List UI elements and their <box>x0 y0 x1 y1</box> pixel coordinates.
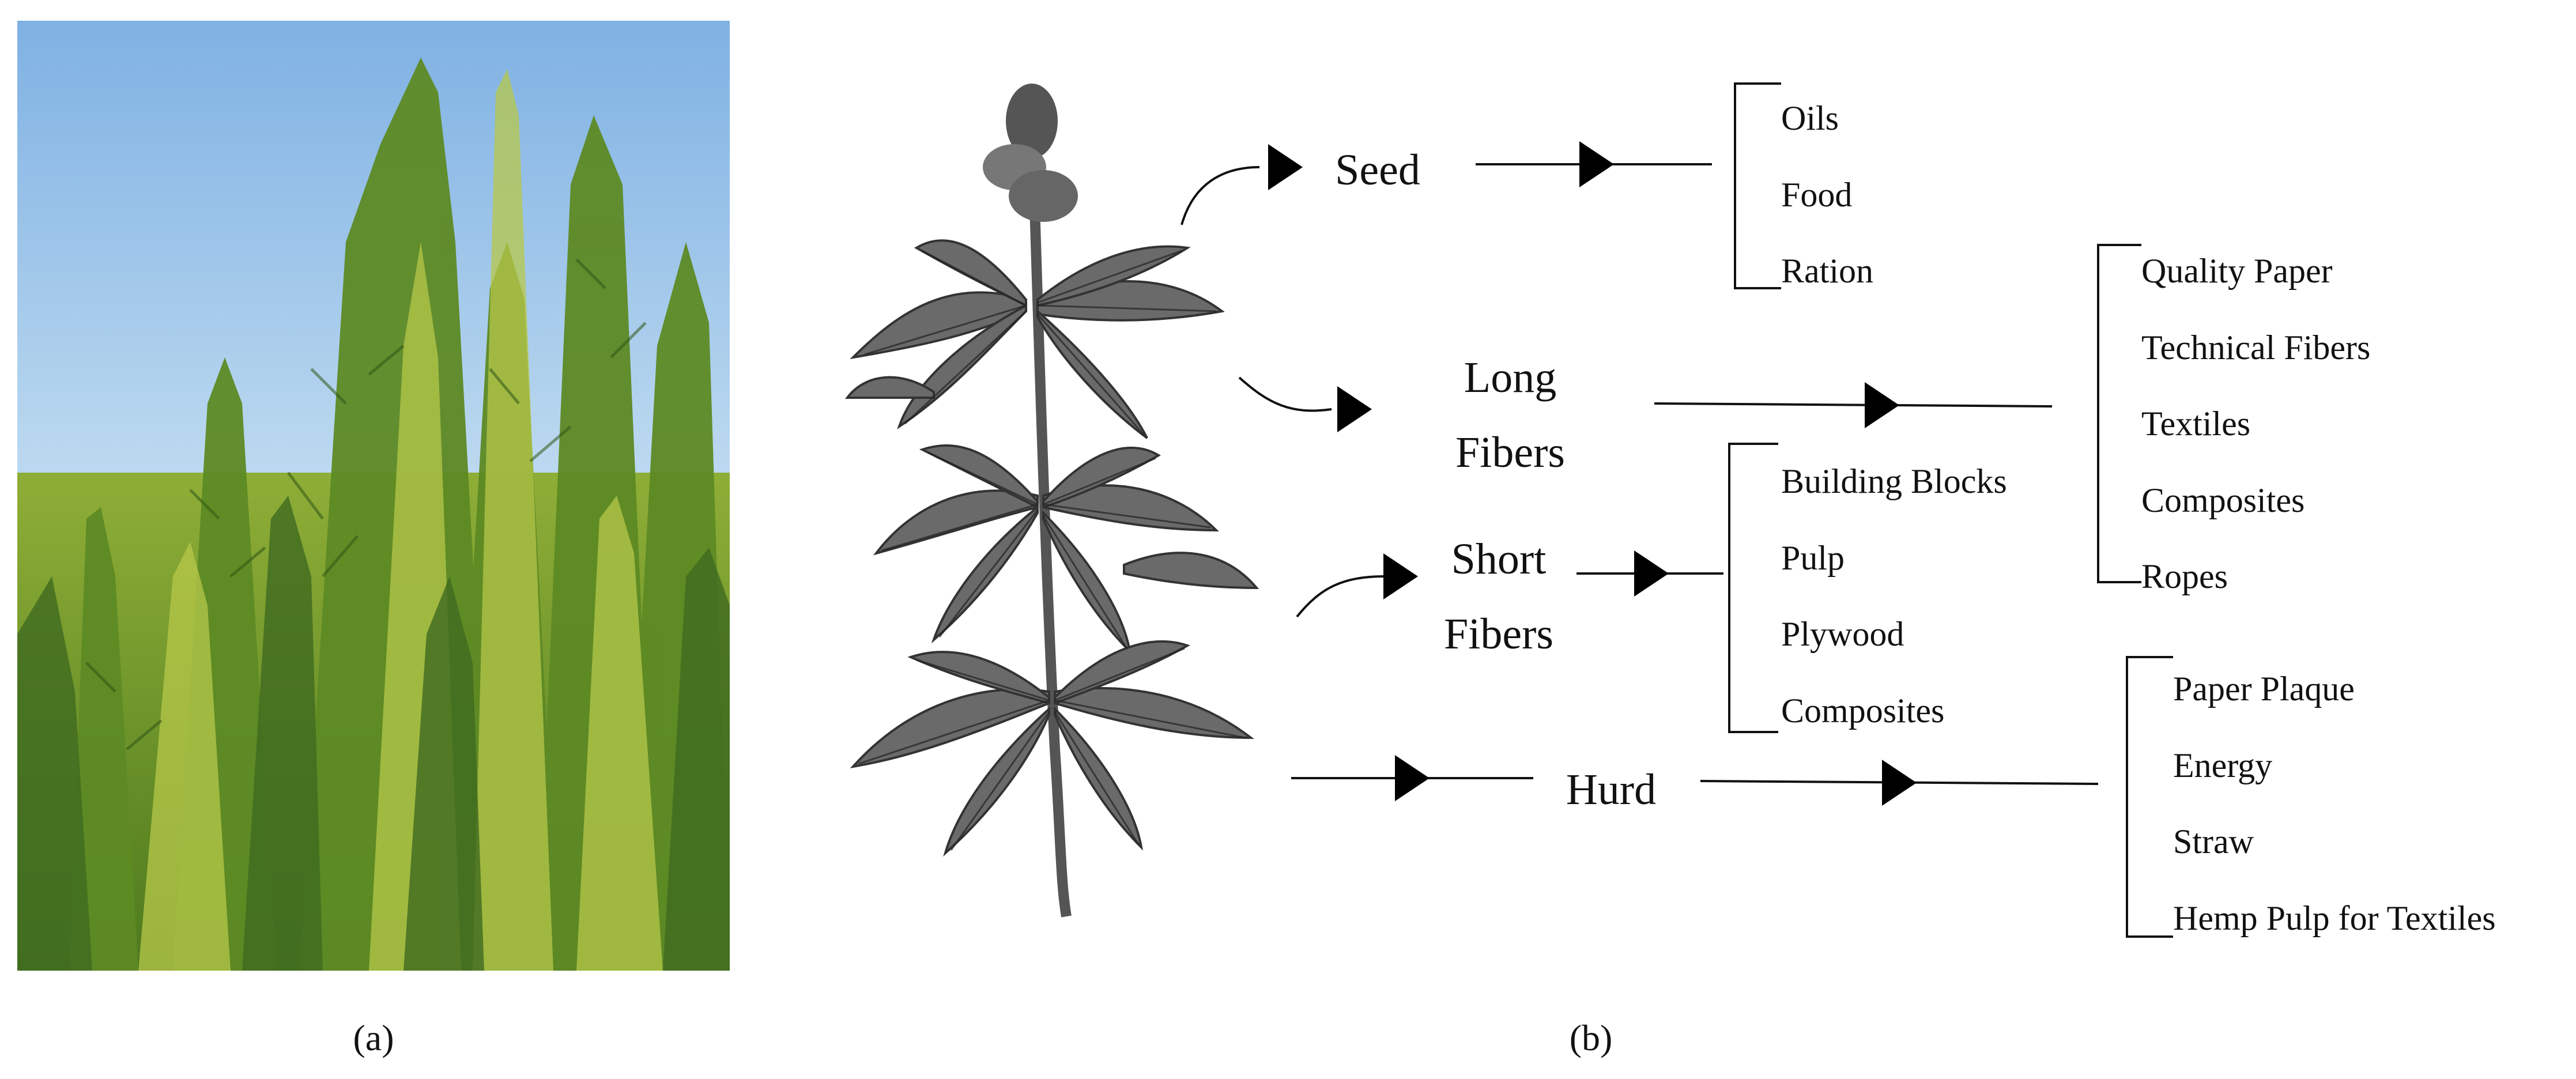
long-fibers-bracket <box>2097 244 2141 583</box>
seed-arrowhead <box>1268 144 1303 190</box>
seed-bracket <box>1734 82 1781 289</box>
hurd-item-paper-plaque: Paper Plaque <box>2173 670 2355 708</box>
hemp-plant-sketch-icon <box>844 84 1259 918</box>
short-fibers-bracket <box>1728 443 1778 733</box>
short-fibers-item-composites: Composites <box>1781 692 1944 730</box>
long-fibers-curve-connector <box>1238 376 1332 412</box>
long-fibers-item-technical-fibers: Technical Fibers <box>2141 329 2370 367</box>
long-fibers-arrowhead <box>1337 386 1372 432</box>
hurd-node-label: Hurd <box>1566 765 1656 814</box>
long-fibers-item-textiles: Textiles <box>2141 405 2250 443</box>
panel-a-label: (a) <box>353 1017 394 1058</box>
short-fibers-label-line1: Short <box>1451 535 1547 583</box>
seed-item-ration: Ration <box>1781 252 1873 290</box>
long-fibers-item-composites: Composites <box>2141 481 2305 519</box>
long-fibers-label-line1: Long <box>1464 353 1556 402</box>
panel-b-label: (b) <box>1570 1017 1613 1058</box>
seed-item-oils: Oils <box>1781 99 1839 137</box>
short-fibers-curve-connector <box>1296 575 1384 618</box>
seed-curve-connector <box>1180 166 1260 225</box>
long-fibers-item-ropes: Ropes <box>2141 557 2228 595</box>
long-fibers-label-line2: Fibers <box>1455 428 1565 477</box>
hurd-bracket <box>2126 656 2173 938</box>
short-fibers-item-building-blocks: Building Blocks <box>1781 462 2007 500</box>
seed-out-arrowhead <box>1579 141 1614 187</box>
hurd-item-energy: Energy <box>2173 746 2272 784</box>
long-fibers-item-quality-paper: Quality Paper <box>2141 252 2333 290</box>
short-fibers-item-plywood: Plywood <box>1781 615 1904 653</box>
seed-item-food: Food <box>1781 176 1852 214</box>
short-fibers-out-arrowhead <box>1634 550 1669 597</box>
seed-node-label: Seed <box>1335 146 1420 194</box>
hurd-in-arrowhead <box>1395 755 1430 801</box>
hurd-item-straw: Straw <box>2173 823 2254 861</box>
long-fibers-out-connector <box>1654 402 2053 408</box>
hurd-item-hemp-pulp-for-textiles: Hemp Pulp for Textiles <box>2173 899 2496 937</box>
short-fibers-item-pulp: Pulp <box>1781 539 1845 577</box>
hurd-out-arrowhead <box>1882 760 1917 806</box>
short-fibers-arrowhead <box>1383 553 1418 599</box>
long-fibers-out-arrowhead <box>1865 382 1899 428</box>
short-fibers-label-line2: Fibers <box>1444 610 1553 658</box>
hemp-field-photo <box>17 21 730 971</box>
